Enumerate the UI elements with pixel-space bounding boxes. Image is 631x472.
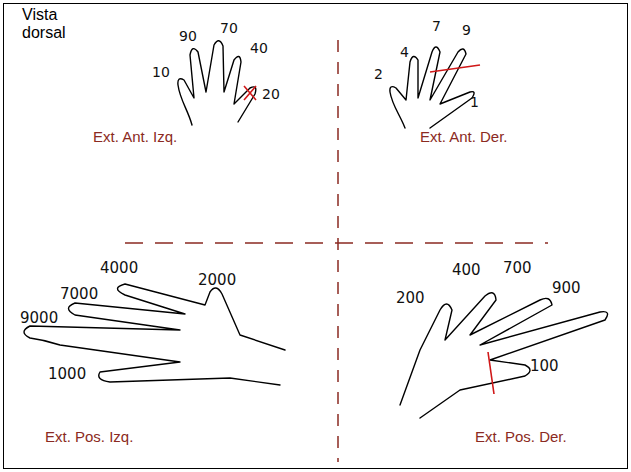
hand-outline <box>400 293 608 418</box>
callout-number: 90 <box>179 28 197 44</box>
callout-number: 7 <box>432 18 441 34</box>
callout-number: 100 <box>530 358 559 375</box>
callout-number: 2000 <box>198 272 236 289</box>
callout-number: 40 <box>250 40 268 56</box>
callout-number: 1 <box>470 94 479 110</box>
divider <box>337 40 339 462</box>
callout-number: 4 <box>400 44 409 60</box>
region-label: Ext. Pos. Der. <box>475 428 567 445</box>
divider <box>125 242 548 244</box>
callout-number: 70 <box>220 20 238 36</box>
callout-number: 1000 <box>48 366 86 383</box>
region-label: Ext. Ant. Izq. <box>93 128 177 145</box>
callout-number: 200 <box>396 290 425 307</box>
region-label: Ext. Ant. Der. <box>420 128 508 145</box>
cut-mark <box>244 86 256 100</box>
callout-number: 7000 <box>60 286 98 303</box>
cut-mark <box>488 352 494 394</box>
region-label: Ext. Pos. Izq. <box>45 428 133 445</box>
callout-number: 900 <box>552 280 581 297</box>
callout-number: 20 <box>262 86 280 102</box>
cut-mark <box>430 65 480 72</box>
hand-outline <box>24 284 285 385</box>
hand-outline <box>178 41 256 125</box>
callout-number: 2 <box>374 66 383 82</box>
callout-number: 400 <box>452 262 481 279</box>
frame <box>4 4 628 469</box>
diagram-title: Vista dorsal <box>22 6 82 43</box>
callout-number: 9000 <box>20 310 58 327</box>
callout-number: 9 <box>462 22 471 38</box>
callout-number: 700 <box>503 260 532 277</box>
callout-number: 4000 <box>100 260 138 277</box>
callout-number: 10 <box>152 64 170 80</box>
